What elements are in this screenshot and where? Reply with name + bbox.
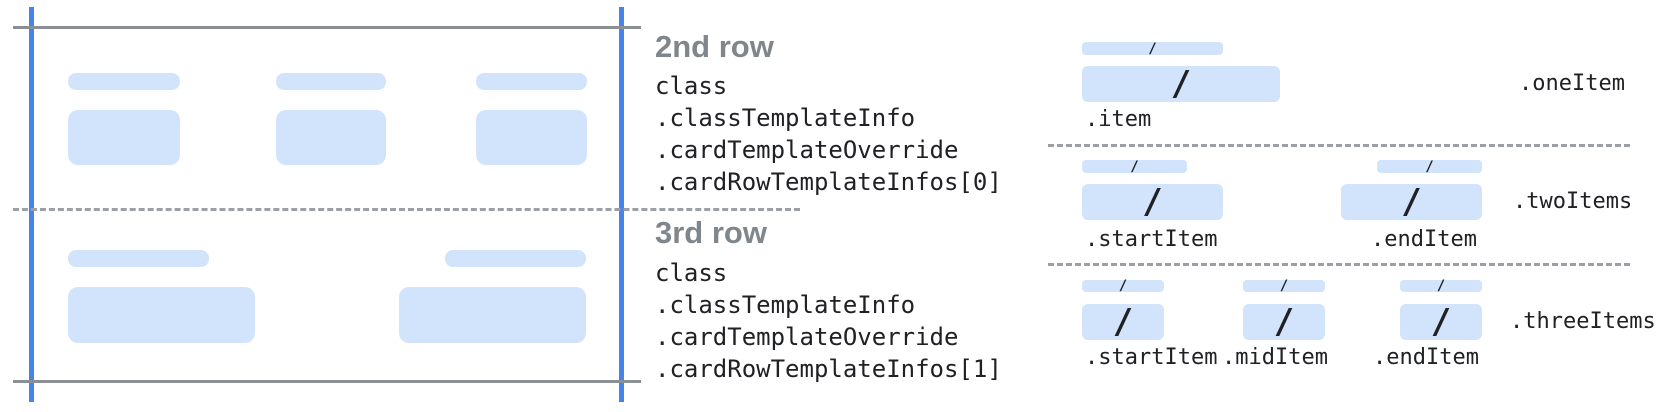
row2-cell1-value-placeholder (68, 110, 180, 165)
threeitems-miditem-label-bar: / (1243, 278, 1325, 294)
twoitems-enditem-label-bar: / (1377, 158, 1482, 175)
oneitem-layout-name: .oneItem (1519, 71, 1625, 96)
threeitems-enditem-label-bar: / (1400, 278, 1482, 294)
card-left-margin-guide (29, 7, 34, 402)
slash-separator-glyph: / (1170, 64, 1192, 104)
threeitems-layout-name: .threeItems (1510, 309, 1656, 334)
slash-separator-glyph: / (1401, 182, 1422, 222)
row3-cell2-value-placeholder (399, 287, 586, 343)
row2-json-path: class .classTemplateInfo .cardTemplateOv… (655, 70, 1002, 198)
path-line: .classTemplateInfo (655, 104, 916, 132)
twoitems-startitem-field-label: .startItem (1085, 227, 1218, 252)
threeitems-miditem-value-bar: / (1243, 304, 1325, 340)
twoitems-startitem-value-bar: / (1082, 184, 1223, 220)
oneitem-item-field-label: .item (1085, 107, 1152, 132)
slash-separator-glyph: / (1436, 278, 1446, 294)
threeitems-startitem-value-bar: / (1082, 304, 1164, 340)
threeitems-startitem-field-label: .startItem (1085, 345, 1218, 370)
row2-cell1-label-placeholder (68, 73, 180, 90)
card-top-edge-line (13, 26, 641, 29)
card-right-margin-guide (619, 7, 624, 402)
oneitem-item-label-bar: / (1082, 40, 1223, 57)
twoitems-startitem-label-bar: / (1082, 158, 1187, 175)
path-line: class (655, 72, 728, 100)
threeitems-startitem-label-bar: / (1082, 278, 1164, 294)
slash-separator-glyph: / (1430, 302, 1452, 342)
row3-cell1-label-placeholder (68, 250, 209, 267)
layout-divider-dashed-line (1048, 144, 1630, 147)
twoitems-enditem-field-label: .endItem (1371, 227, 1477, 252)
path-line: .classTemplateInfo (655, 291, 916, 319)
row2-cell2-label-placeholder (276, 73, 386, 90)
oneitem-item-value-bar: / (1082, 66, 1280, 102)
slash-separator-glyph: / (1118, 278, 1128, 294)
threeitems-enditem-field-label: .endItem (1373, 345, 1479, 370)
row2-cell3-value-placeholder (476, 110, 587, 165)
row3-heading: 3rd row (655, 215, 767, 250)
twoitems-enditem-value-bar: / (1341, 184, 1482, 220)
slash-separator-glyph: / (1130, 158, 1139, 175)
slash-separator-glyph: / (1142, 182, 1163, 222)
path-line: .cardRowTemplateInfos[1] (655, 355, 1002, 383)
path-line: class (655, 259, 728, 287)
card-bottom-edge-line (13, 380, 641, 383)
slash-separator-glyph: / (1273, 302, 1295, 342)
threeitems-enditem-value-bar: / (1400, 304, 1482, 340)
path-line: .cardRowTemplateInfos[0] (655, 168, 1002, 196)
path-line: .cardTemplateOverride (655, 323, 959, 351)
row-divider-dashed-line (13, 208, 800, 211)
path-line: .cardTemplateOverride (655, 136, 959, 164)
slash-separator-glyph: / (1148, 40, 1157, 57)
slash-separator-glyph: / (1112, 302, 1134, 342)
row3-cell2-label-placeholder (445, 250, 586, 267)
threeitems-miditem-field-label: .midItem (1222, 345, 1328, 370)
row2-cell2-value-placeholder (276, 110, 386, 165)
layout-divider-dashed-line (1048, 263, 1630, 266)
row2-heading: 2nd row (655, 29, 774, 64)
slash-separator-glyph: / (1425, 158, 1434, 175)
twoitems-layout-name: .twoItems (1513, 189, 1633, 214)
slash-separator-glyph: / (1279, 278, 1289, 294)
row2-cell3-label-placeholder (476, 73, 587, 90)
row3-json-path: class .classTemplateInfo .cardTemplateOv… (655, 257, 1002, 385)
row3-cell1-value-placeholder (68, 287, 255, 343)
